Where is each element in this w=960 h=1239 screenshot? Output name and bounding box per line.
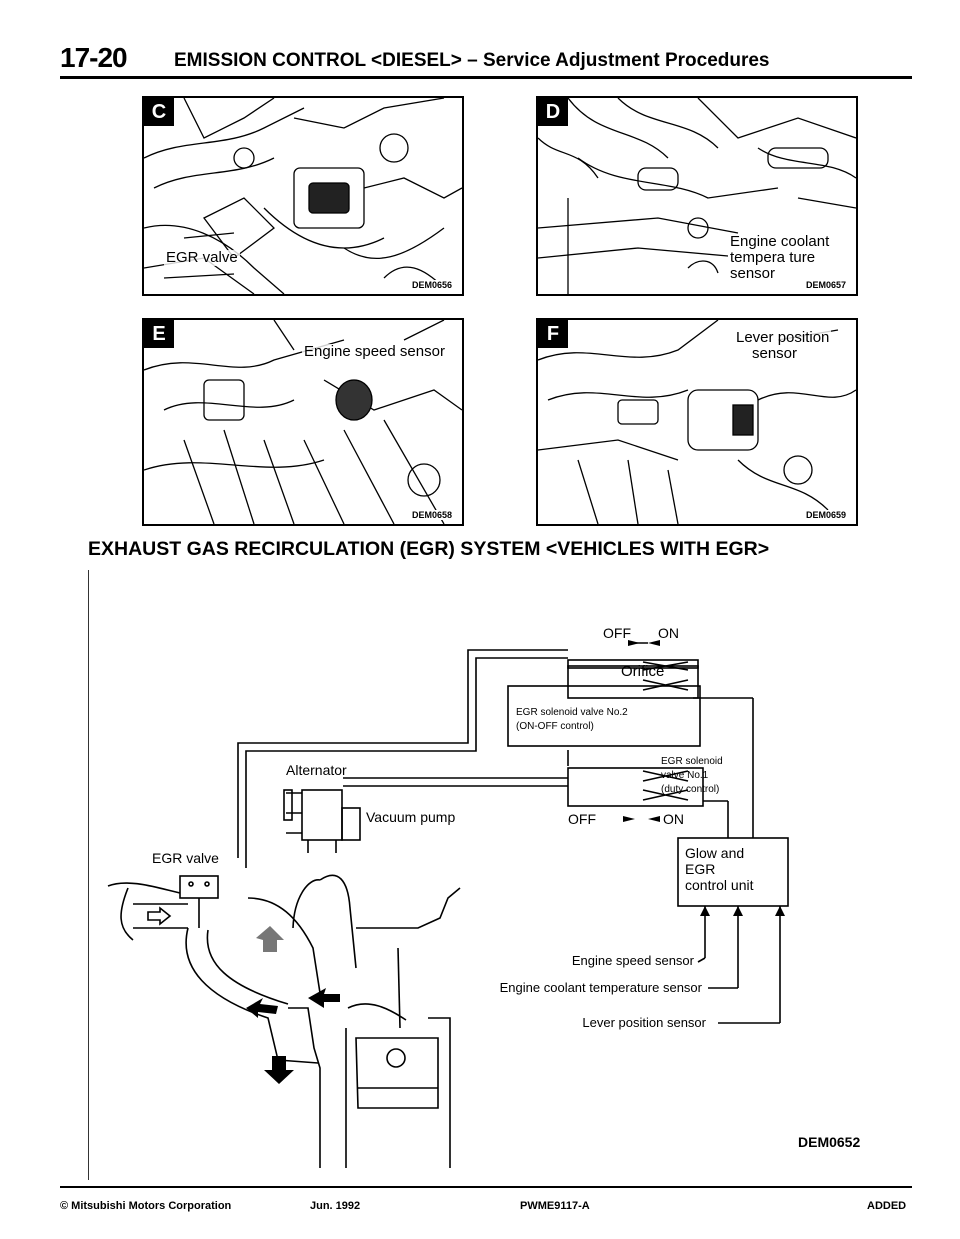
control-unit-label: EGR xyxy=(685,861,715,877)
photo-f: F Lever position sensor DEM0659 xyxy=(536,318,858,526)
control-unit-box xyxy=(677,837,789,907)
solenoid-2-sub: (ON-OFF control) xyxy=(516,721,594,732)
on-label-bottom: ON xyxy=(663,811,684,827)
control-unit-label: Glow and xyxy=(685,845,744,861)
photo-badge: C xyxy=(144,98,174,126)
solenoid-2-label: EGR solenoid valve No.2 xyxy=(516,707,628,718)
copyright: © Mitsubishi Motors Corporation xyxy=(60,1200,232,1212)
vacuum-hose xyxy=(237,649,568,858)
header-rule xyxy=(60,76,912,79)
engine-speed-sensor-label: Engine speed sensor xyxy=(572,953,695,968)
egr-valve-label: EGR valve xyxy=(152,850,219,866)
diagram-code: DEM0652 xyxy=(798,1134,860,1150)
solenoid-1-sub2: (duty control) xyxy=(661,784,719,795)
page-title: EMISSION CONTROL <DIESEL> – Service Adju… xyxy=(174,50,770,71)
vacuum-hose xyxy=(245,657,568,868)
on-label-top: ON xyxy=(658,625,679,641)
solenoid-valve-1-body xyxy=(567,767,704,807)
photo-badge: E xyxy=(144,320,174,348)
figure-code: DEM0656 xyxy=(409,280,454,290)
photo-label: Engine coolant xyxy=(728,233,832,250)
photo-label: sensor xyxy=(728,265,778,282)
photo-label: sensor xyxy=(750,345,800,362)
vacuum-pump-label: Vacuum pump xyxy=(366,809,455,825)
alternator-label: Alternator xyxy=(286,762,347,778)
section-title: EXHAUST GAS RECIRCULATION (EGR) SYSTEM <… xyxy=(88,538,770,560)
control-unit-label: control unit xyxy=(685,877,754,893)
off-label-bottom: OFF xyxy=(568,811,596,827)
alternator-box xyxy=(301,789,343,841)
egr-valve-body xyxy=(179,875,219,899)
photo-d-illustration xyxy=(538,98,856,294)
status-label: ADDED xyxy=(867,1200,907,1212)
publish-date: Jun. 1992 xyxy=(310,1200,361,1212)
figure-code: DEM0659 xyxy=(803,510,848,520)
footer-rule xyxy=(60,1186,912,1188)
doc-code: PWME9117-A xyxy=(520,1200,590,1212)
photo-d: D Engine coolant tempera ture sensor DEM… xyxy=(536,96,858,296)
orifice-label: Orifice xyxy=(621,663,664,680)
egr-system-diagram: OFF ON Orifice EGR solenoid valve No.2 (… xyxy=(88,570,860,1180)
off-label-top: OFF xyxy=(603,625,631,641)
lever-position-sensor-label: Lever position sensor xyxy=(582,1015,706,1030)
photo-e: E Engine speed sensor DEM0658 xyxy=(142,318,464,526)
photo-c: C EGR valve DEM0656 xyxy=(142,96,464,296)
photo-label: tempera ture xyxy=(728,249,818,266)
figure-code: DEM0657 xyxy=(803,280,848,290)
vacuum-pump-box xyxy=(341,807,361,841)
figure-code: DEM0658 xyxy=(409,510,454,520)
page-footer: © Mitsubishi Motors Corporation Jun. 199… xyxy=(60,1186,912,1216)
page-number: 17-20 xyxy=(60,42,128,73)
photo-badge: F xyxy=(538,320,568,348)
coolant-temp-sensor-label: Engine coolant temperature sensor xyxy=(500,980,703,995)
photo-label: EGR valve xyxy=(164,249,240,266)
photo-label: Lever position xyxy=(734,329,832,346)
photo-badge: D xyxy=(538,98,568,126)
photo-e-illustration xyxy=(144,320,462,524)
solenoid-1-label: EGR solenoid xyxy=(661,756,723,767)
solenoid-1-sub: valve No.1 xyxy=(661,770,709,781)
photo-f-illustration xyxy=(538,320,856,524)
solenoid-valve-2-box xyxy=(507,685,701,747)
photo-label: Engine speed sensor xyxy=(302,343,447,360)
page-header: 17-20 EMISSION CONTROL <DIESEL> – Servic… xyxy=(60,42,912,82)
solenoid-valve-2-body xyxy=(567,665,699,699)
